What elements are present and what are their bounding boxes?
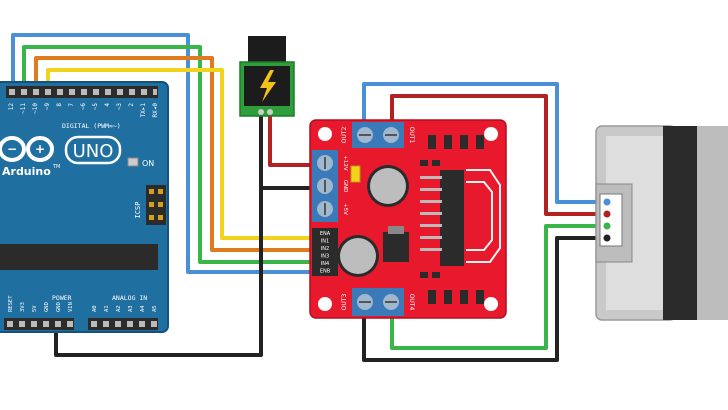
arduino-wordmark: Arduino bbox=[2, 165, 51, 178]
diodes bbox=[420, 160, 440, 278]
pin-label: 4 bbox=[104, 103, 111, 107]
logo-minus: − bbox=[7, 142, 17, 156]
arduino-uno-board: 12 ~11 ~10 ~9 8 7 ~6 ~5 4 ~3 2 TX▸1 RX◂0 DIGITAL (PW… bbox=[0, 81, 169, 333]
wire-red-out2 bbox=[390, 94, 607, 216]
chip-pins bbox=[420, 176, 442, 251]
connector-pin-blue bbox=[603, 198, 611, 206]
pin-label: VIN bbox=[68, 302, 74, 312]
wire-green-pin10-in3 bbox=[22, 45, 314, 264]
driver-input-label: ENB bbox=[320, 269, 331, 275]
analog-label: ANALOG IN bbox=[112, 294, 147, 302]
analog-header bbox=[88, 318, 158, 330]
connector-pin-black bbox=[603, 234, 611, 242]
gnd-label: GND bbox=[342, 180, 348, 193]
wire-orange-pin9-in2 bbox=[34, 56, 314, 252]
pin-label: A1 bbox=[104, 305, 110, 312]
out3-label: OUT3 bbox=[341, 294, 348, 311]
pin-label: 2 bbox=[128, 103, 135, 107]
pin-label: 3V3 bbox=[20, 302, 26, 312]
input-header bbox=[312, 228, 338, 276]
analog-pin-labels: A0 A1 A2 A3 A4 A5 bbox=[92, 305, 158, 312]
wire-black-out4 bbox=[362, 236, 607, 362]
l298-chip bbox=[440, 170, 464, 266]
pin-label: ~11 bbox=[20, 103, 27, 114]
pin-label: 5V bbox=[32, 305, 38, 312]
on-label: ON bbox=[142, 159, 154, 168]
arduino-infinity-logo bbox=[0, 136, 54, 162]
uno-label: UNO bbox=[73, 141, 114, 162]
pin-label: A4 bbox=[140, 305, 146, 312]
wire-black-arduino-gnd bbox=[54, 186, 263, 357]
digital-pin-labels: 12 ~11 ~10 ~9 8 7 ~6 ~5 4 ~3 2 TX▸1 RX◂0 bbox=[8, 103, 159, 118]
wire-red-jack-12v bbox=[268, 110, 320, 167]
heatsink-fins bbox=[428, 135, 484, 304]
power-pin-labels: RESET 3V3 5V GND GND VIN bbox=[8, 295, 74, 312]
driver-input-label: ENA bbox=[320, 231, 331, 237]
out1-label: OUT1 bbox=[408, 127, 415, 144]
lightning-bolt-icon bbox=[260, 70, 276, 102]
capacitor-bottom bbox=[337, 235, 379, 277]
pin-label: TX▸1 bbox=[140, 103, 147, 118]
capacitor-top bbox=[367, 165, 409, 207]
pin-label: ~3 bbox=[116, 103, 123, 111]
pin-label: 7 bbox=[68, 103, 75, 107]
pin-label: 8 bbox=[56, 103, 63, 107]
digital-header-pins bbox=[9, 89, 157, 95]
pin-label: ~5 bbox=[92, 103, 99, 111]
wire-blue-out1 bbox=[362, 82, 607, 204]
connector-pin-red bbox=[603, 210, 611, 218]
out2-label: OUT2 bbox=[341, 127, 348, 144]
v5-label: +5V bbox=[342, 203, 348, 215]
connector-pin-green bbox=[603, 222, 611, 230]
pin-label: ~9 bbox=[44, 103, 51, 111]
pin-label: GND bbox=[44, 302, 50, 312]
driver-input-label: IN3 bbox=[321, 254, 329, 260]
dc-power-jack bbox=[239, 36, 295, 117]
icsp-label: ICSP bbox=[134, 202, 142, 219]
on-led bbox=[127, 157, 139, 167]
pin-label: GND bbox=[56, 302, 62, 312]
power-header bbox=[4, 318, 74, 330]
pin-label: A5 bbox=[152, 305, 158, 312]
logo-plus: + bbox=[35, 142, 45, 156]
voltage-regulator bbox=[383, 232, 409, 262]
power-label: POWER bbox=[52, 294, 72, 302]
digital-label: DIGITAL (PWM=~) bbox=[62, 122, 121, 130]
out1-out2-terminal bbox=[352, 122, 404, 148]
wire-yellow-pin8-in1 bbox=[46, 68, 314, 240]
atmega-chip bbox=[0, 244, 158, 270]
wire-blue-pin11-in4 bbox=[11, 33, 314, 274]
driver-input-label: IN2 bbox=[321, 246, 329, 252]
pin-label: 12 bbox=[8, 103, 15, 111]
pin-label: A3 bbox=[128, 305, 134, 312]
v12-label: +12V bbox=[342, 155, 348, 171]
l298n-driver-board: OUT2 OUT1 OUT3 OUT4 +12V GND +5V bbox=[309, 119, 507, 319]
uno-badge bbox=[64, 135, 122, 165]
power-terminal bbox=[312, 150, 338, 222]
pin-label: RESET bbox=[8, 295, 14, 312]
pin-label: ~6 bbox=[80, 103, 87, 111]
driver-traces bbox=[466, 169, 501, 263]
5v-jumper bbox=[350, 165, 361, 183]
pin-label: A0 bbox=[92, 305, 98, 312]
pin-label: RX◂0 bbox=[152, 103, 159, 118]
out3-out4-terminal bbox=[352, 288, 404, 316]
wires bbox=[11, 33, 607, 362]
driver-input-label: IN1 bbox=[321, 239, 329, 245]
driver-input-label: IN4 bbox=[321, 261, 329, 267]
stepper-motor bbox=[595, 125, 728, 321]
trademark: TM bbox=[52, 164, 60, 170]
pin-label: ~10 bbox=[32, 103, 39, 114]
out4-label: OUT4 bbox=[408, 294, 415, 311]
pin-label: A2 bbox=[116, 305, 122, 312]
wire-green-out3 bbox=[390, 224, 607, 350]
